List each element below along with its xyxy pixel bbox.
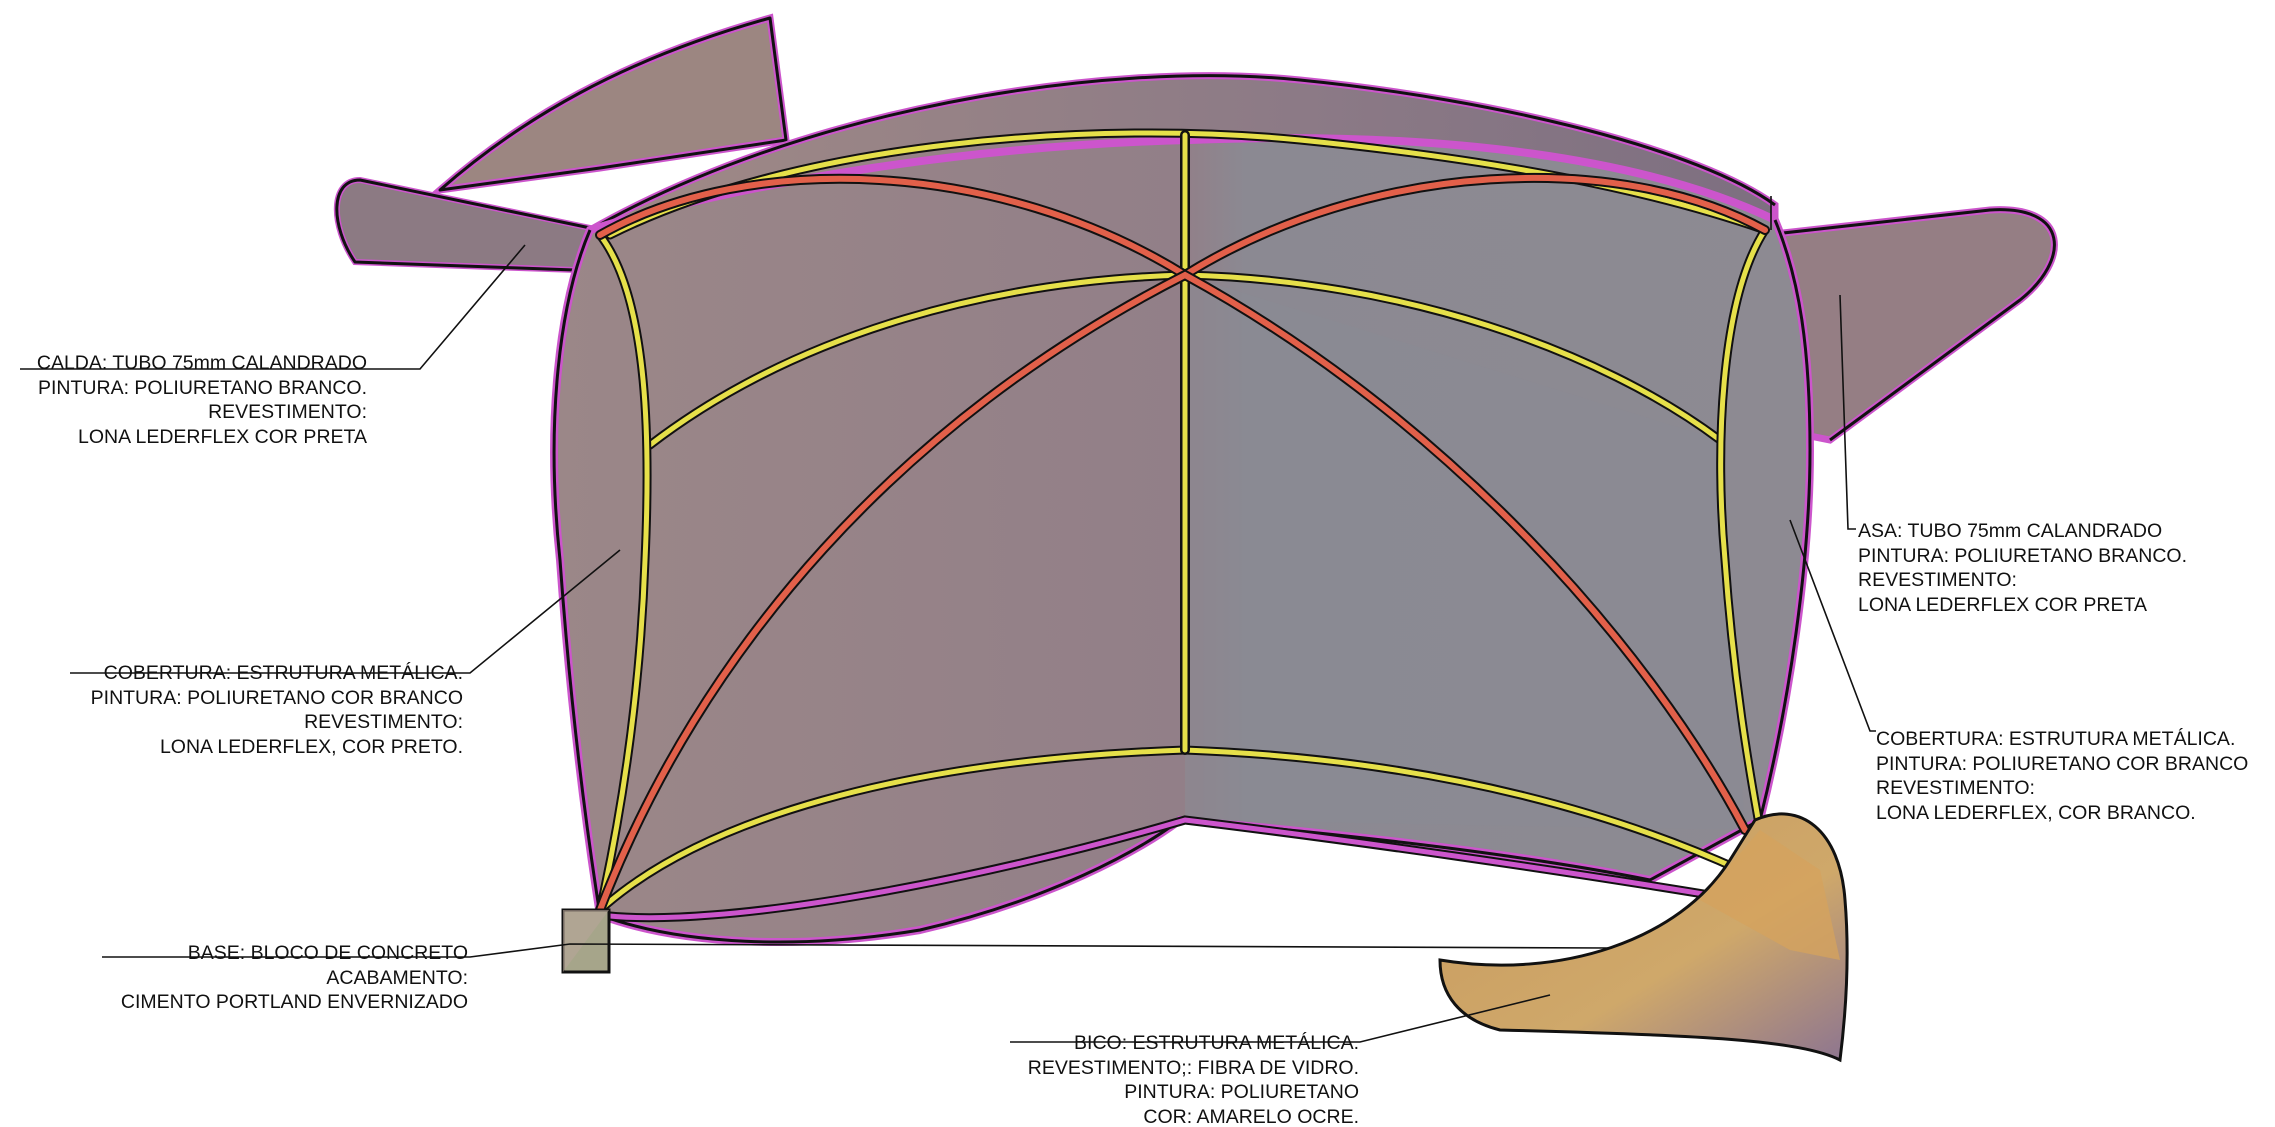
cobertura-left-line-1: COBERTURA: ESTRUTURA METÁLICA. (104, 661, 463, 684)
leader-cobertura-left (70, 549, 621, 674)
tail-fin (428, 13, 790, 196)
bico-line-2: REVESTIMENTO;: FIBRA DE VIDRO. (1028, 1057, 1359, 1079)
cobertura-left-line-2: PINTURA: POLIURETANO COR BRANCO (91, 687, 463, 709)
cobertura-left-line-4: LONA LEDERFLEX, COR PRETO. (160, 736, 463, 758)
leader-lines (20, 196, 1876, 1043)
annotation-cobertura-right: COBERTURA: ESTRUTURA METÁLICA. PINTURA: … (1876, 727, 2248, 824)
leader-calda (20, 244, 526, 370)
calda-line-3: REVESTIMENTO: (208, 401, 367, 423)
base-line-2: ACABAMENTO: (326, 967, 468, 989)
asa-line-3: REVESTIMENTO: (1858, 569, 2017, 591)
annotation-cobertura-left: COBERTURA: ESTRUTURA METÁLICA. PINTURA: … (91, 661, 463, 758)
beak (1438, 812, 1849, 1063)
leader-base (102, 943, 1611, 958)
asa-line-4: LONA LEDERFLEX COR PRETA (1858, 594, 2147, 616)
annotation-calda: CALDA: TUBO 75mm CALANDRADO PINTURA: POL… (37, 352, 367, 448)
left-wing (333, 176, 605, 274)
cobertura-right-line-1: COBERTURA: ESTRUTURA METÁLICA. (1876, 727, 2235, 750)
base-line-1: BASE: BLOCO DE CONCRETO (188, 942, 468, 964)
calda-line-2: PINTURA: POLIURETANO BRANCO. (38, 377, 367, 399)
bico-line-4: COR: AMARELO OCRE. (1143, 1106, 1359, 1127)
red-ribs (595, 172, 1770, 915)
asa-line-2: PINTURA: POLIURETANO BRANCO. (1858, 545, 2187, 567)
calda-line-1: CALDA: TUBO 75mm CALANDRADO (37, 352, 367, 374)
cobertura-right-line-4: LONA LEDERFLEX, COR BRANCO. (1876, 802, 2196, 824)
bico-line-1: BICO: ESTRUTURA METÁLICA. (1074, 1031, 1359, 1054)
cobertura-right-line-2: PINTURA: POLIURETANO COR BRANCO (1876, 753, 2248, 775)
calda-line-4: LONA LEDERFLEX COR PRETA (78, 426, 367, 448)
base-line-3: CIMENTO PORTLAND ENVERNIZADO (121, 991, 468, 1013)
bottom-rim (599, 815, 1741, 923)
base-block (561, 908, 611, 974)
annotation-bico: BICO: ESTRUTURA METÁLICA. REVESTIMENTO;:… (1028, 1031, 1359, 1127)
annotation-base: BASE: BLOCO DE CONCRETO ACABAMENTO: CIME… (121, 942, 468, 1013)
leader-asa (1839, 294, 1856, 530)
bico-line-3: PINTURA: POLIURETANO (1124, 1081, 1359, 1103)
asa-line-1: ASA: TUBO 75mm CALANDRADO (1858, 520, 2162, 542)
leader-bico (1010, 994, 1551, 1043)
cobertura-left-line-3: REVESTIMENTO: (304, 711, 463, 733)
cobertura-right-line-3: REVESTIMENTO: (1876, 777, 2035, 799)
right-wing (1761, 206, 2058, 444)
annotation-asa: ASA: TUBO 75mm CALANDRADO PINTURA: POLIU… (1858, 520, 2187, 616)
leader-cobertura-right (1789, 519, 1876, 732)
